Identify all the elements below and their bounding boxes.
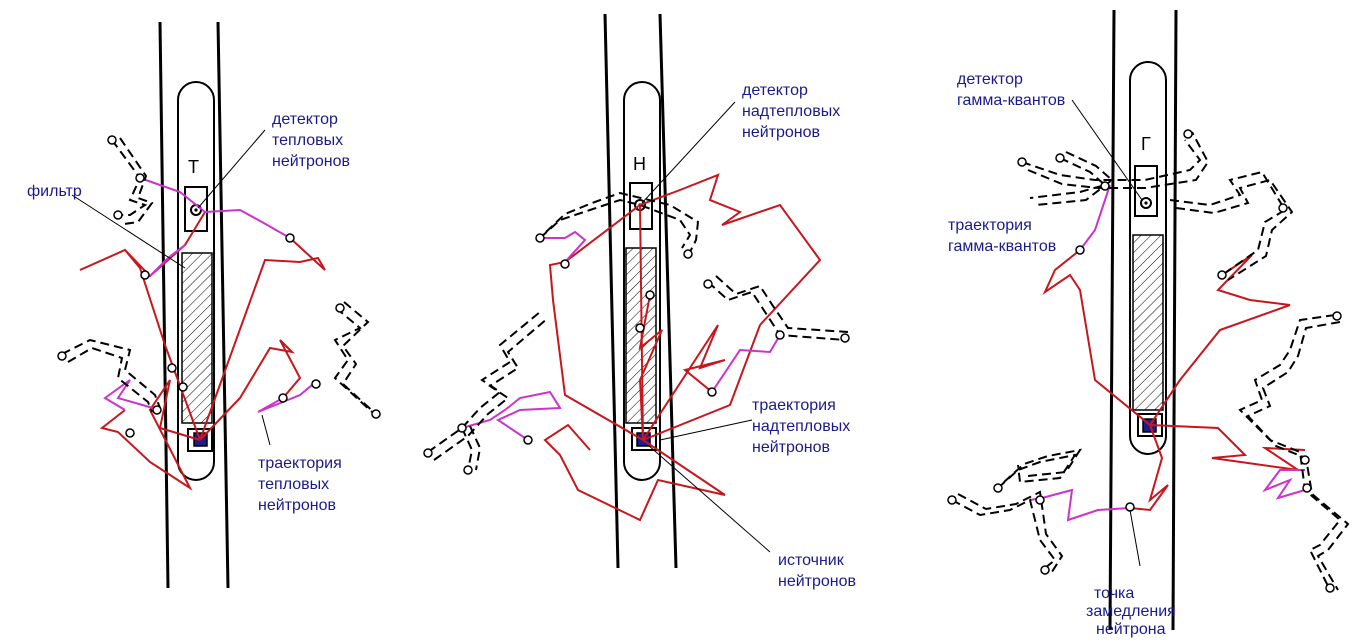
neutron-path — [1149, 254, 1291, 426]
dashed-track — [1238, 314, 1350, 591]
detector-label: детектор гамма-квантов — [957, 71, 1065, 109]
trajectory-label: траектория тепловых нейтронов — [258, 455, 346, 514]
filter-shield — [1132, 234, 1164, 411]
neutron-path — [1042, 249, 1151, 426]
dashed-track — [951, 490, 1064, 576]
gamma-path — [1262, 469, 1306, 500]
borehole-wall-right — [658, 13, 678, 569]
gamma-path — [103, 379, 161, 411]
dashed-track — [539, 191, 700, 257]
detector-label: детектор надтепловых нейтронов — [742, 82, 845, 141]
leader-line — [647, 444, 771, 553]
trajectory-label: траектория гамма-квантов — [948, 217, 1056, 255]
gamma-path — [461, 390, 562, 441]
dashed-track — [461, 425, 482, 471]
panel-epithermal-neutrons: Н — [423, 13, 856, 590]
leader-line — [261, 414, 271, 446]
neutron-path — [199, 237, 326, 441]
panel-thermal-neutrons: Т — [27, 21, 381, 589]
detector-label: детектор тепловых нейтронов — [272, 111, 350, 170]
neutron-path — [1149, 424, 1306, 471]
dashed-track — [333, 301, 379, 417]
neutron-path — [79, 211, 206, 441]
filter-label: фильтр — [27, 183, 82, 200]
neutron-path — [199, 339, 302, 441]
dashed-track — [111, 137, 154, 225]
borehole-wall-left — [1108, 9, 1116, 631]
tool-letter: Н — [633, 154, 646, 174]
gamma-path — [711, 334, 781, 393]
borehole-wall-left — [603, 13, 620, 569]
gamma-path — [1079, 184, 1111, 251]
dashed-track — [1169, 170, 1294, 281]
gamma-path — [149, 244, 186, 277]
borehole-wall-right — [216, 21, 230, 589]
filter-shield — [181, 252, 213, 424]
dashed-track — [1029, 151, 1114, 206]
source-label: источник нейтронов — [778, 552, 856, 590]
borehole-wall-left — [158, 21, 170, 589]
neutron-path — [1129, 424, 1169, 512]
gamma-path — [1029, 488, 1131, 522]
tool-letter: Т — [188, 157, 199, 177]
leader-line — [197, 129, 266, 209]
slowdown-point-label: точка замедления нейтрона — [1086, 585, 1180, 638]
gamma-path — [540, 230, 587, 263]
neutron-path — [99, 379, 201, 491]
leader-line — [71, 194, 186, 269]
borehole-wall-right — [1171, 9, 1178, 631]
dashed-track — [61, 338, 161, 413]
leader-line — [641, 101, 736, 204]
neutron-path — [543, 423, 726, 522]
trajectory-label: траектория надтепловых нейтронов — [752, 397, 855, 456]
leader-line — [659, 419, 753, 441]
gamma-path — [139, 177, 291, 239]
leader-line — [1071, 99, 1143, 201]
neutron-path — [638, 173, 822, 441]
panel-gamma-quanta: Г — [947, 9, 1350, 638]
neutron-path — [548, 204, 644, 441]
dashed-track — [997, 448, 1083, 489]
gamma-path — [257, 379, 319, 413]
tool-letter: Г — [1141, 134, 1151, 154]
neutron-path — [642, 324, 726, 441]
leader-line — [1129, 509, 1141, 567]
dashed-track — [1021, 131, 1210, 189]
dashed-track — [707, 275, 849, 341]
